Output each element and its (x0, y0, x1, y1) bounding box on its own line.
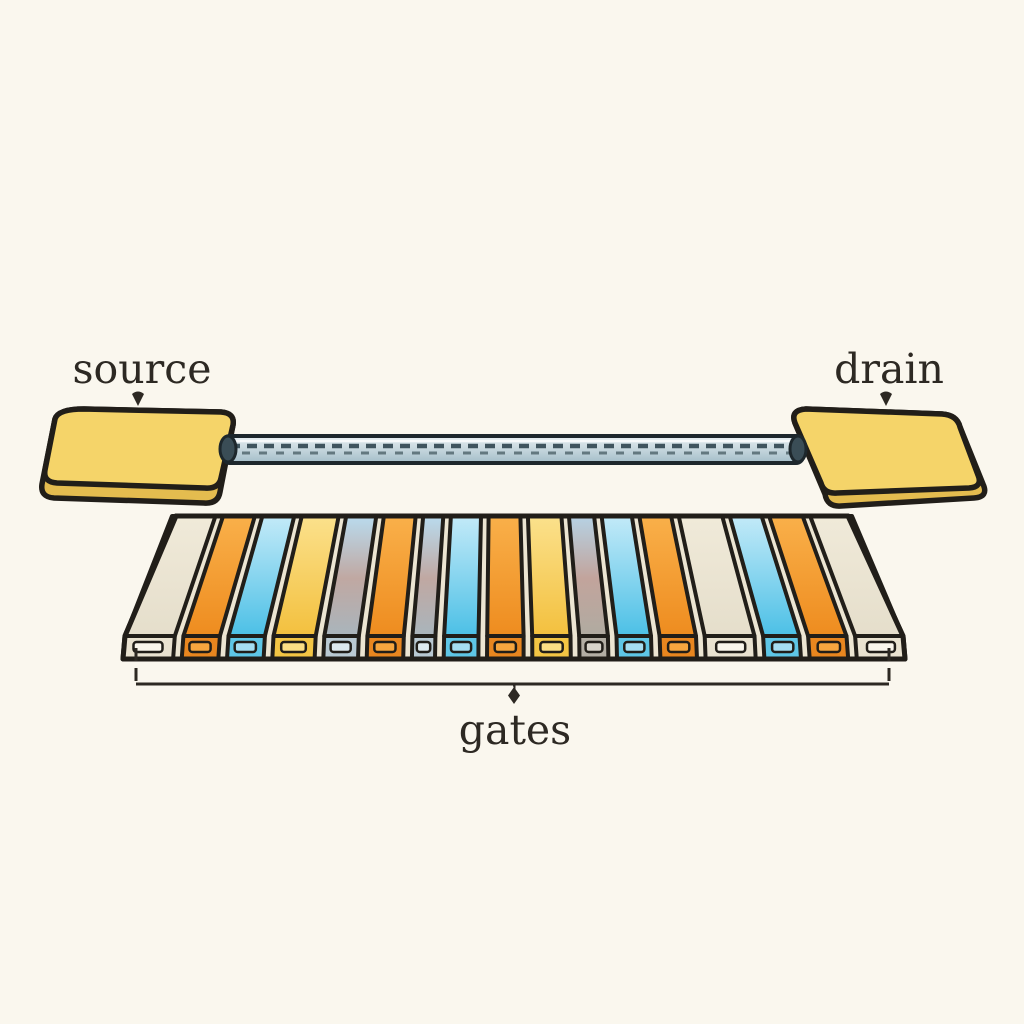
source-label: source (73, 345, 212, 393)
gate-contact-mark (623, 640, 646, 654)
gate-contact-mark (493, 640, 518, 654)
nanowire (218, 434, 808, 465)
gate-stripe (485, 514, 526, 638)
drain-pad-top-face (791, 406, 983, 496)
gates-arrow-icon (508, 684, 520, 704)
gate-contact-mark (714, 640, 747, 654)
gate-contact-mark (132, 640, 164, 654)
gate-contact-mark (233, 640, 258, 654)
gate-stripes-group (121, 514, 907, 661)
drain-arrow-icon (880, 391, 892, 406)
gates-bracket (134, 648, 891, 704)
gate-contact-mark (279, 640, 308, 654)
source-pad-top-face (42, 406, 236, 491)
gate-contact-mark (865, 640, 897, 654)
source-arrow-icon (132, 391, 144, 406)
gates-label: gates (459, 706, 571, 754)
nanowire-source-junction (218, 434, 238, 464)
gate-contact-mark (816, 640, 842, 654)
gate-contact-mark (415, 640, 432, 654)
gate-contact-mark (584, 640, 604, 654)
gate-contact-mark (188, 640, 212, 654)
gate-stripe (525, 514, 573, 638)
gates-slab (120, 513, 908, 662)
drain-pad (791, 406, 988, 509)
nanowire-drain-junction (788, 434, 808, 464)
gate-contact-mark (329, 640, 352, 654)
gate-contact-mark (770, 640, 795, 654)
gate-contact-mark (666, 640, 691, 654)
gate-stripe (442, 514, 483, 638)
gate-contact-mark (449, 640, 473, 654)
drain-label: drain (834, 345, 944, 393)
gate-contact-mark (539, 640, 564, 654)
gate-contact-mark (373, 640, 397, 654)
gates-slab-outline (120, 513, 908, 662)
source-pad (39, 406, 236, 506)
